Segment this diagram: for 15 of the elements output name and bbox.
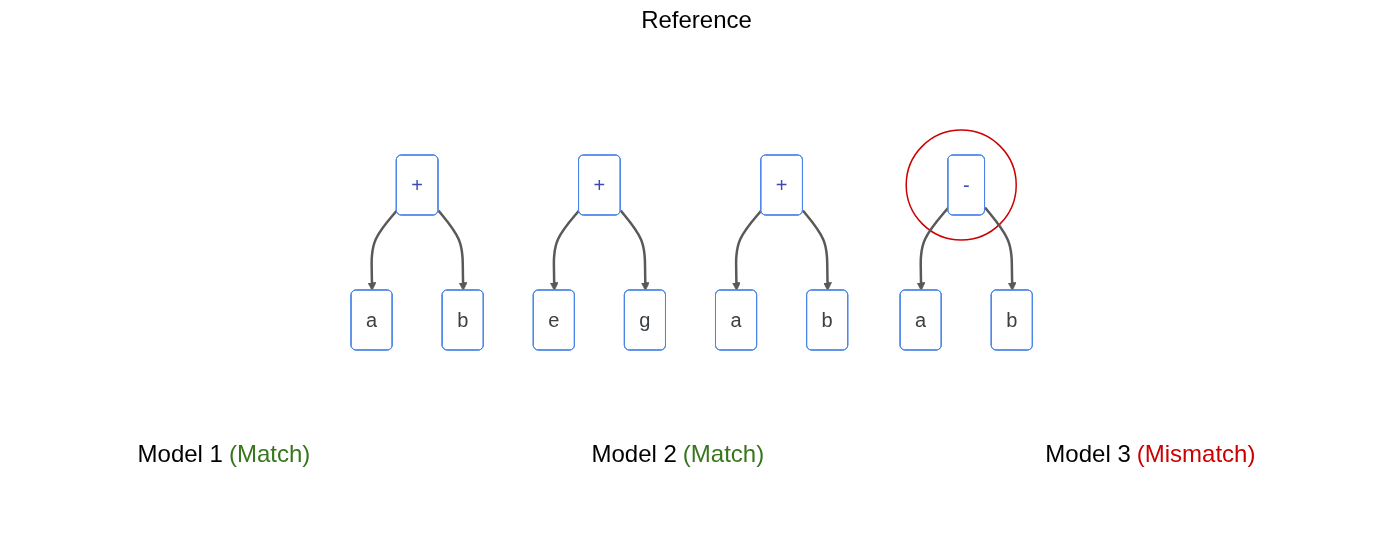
caption-text: (Match) <box>682 440 765 467</box>
arrow <box>983 206 1017 291</box>
cluster <box>905 129 1017 241</box>
arrow <box>801 209 832 291</box>
arrow <box>619 209 650 291</box>
caption-text: Model 3 <box>1045 440 1131 467</box>
caption-text: (Mismatch) <box>1136 440 1256 467</box>
heading: Reference <box>641 6 752 33</box>
arrow <box>367 209 398 291</box>
arrow <box>731 209 762 291</box>
caption-text: Model 2 <box>591 440 677 467</box>
caption-text: (Match) <box>228 440 311 467</box>
caption-text: Model 1 <box>137 440 223 467</box>
arrow <box>437 209 468 291</box>
arrow <box>549 209 580 291</box>
